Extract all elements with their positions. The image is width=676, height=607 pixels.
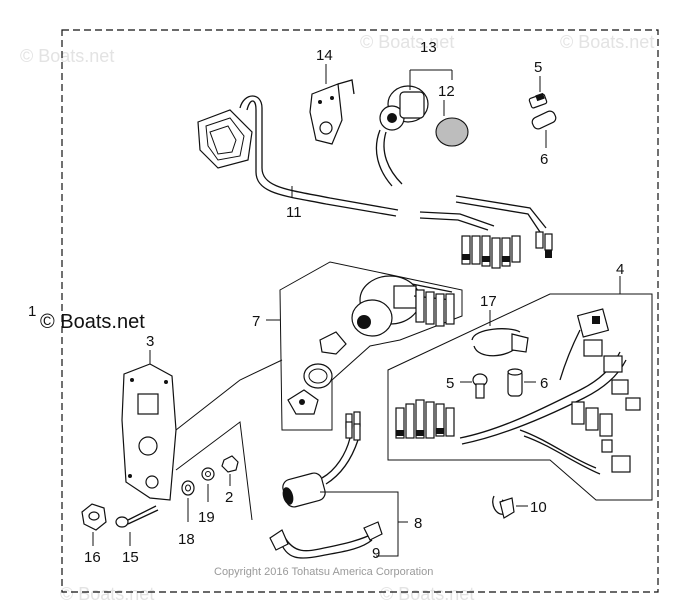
label-17: 17 [480, 293, 497, 310]
label-19: 19 [198, 509, 215, 526]
leader-8-9 [320, 491, 399, 557]
label-5-top: 5 [534, 59, 542, 76]
label-7: 7 [252, 313, 260, 330]
label-2: 2 [225, 489, 233, 506]
label-18: 18 [178, 531, 195, 548]
part-10-clip [492, 495, 515, 519]
leader-13 [409, 69, 453, 90]
label-11: 11 [286, 204, 302, 221]
label-15: 15 [122, 549, 139, 566]
part-8-buzzer [282, 421, 361, 508]
part-13-lanyard-switch [375, 85, 429, 187]
part-14-bracket [309, 79, 355, 145]
label-5-mid: 5 [446, 375, 454, 392]
part-17-clamp [471, 328, 529, 357]
part-12-cap [435, 117, 469, 147]
part-6-sleeve-mid [507, 368, 523, 397]
leader-panel-to-7 [175, 359, 283, 431]
label-12: 12 [438, 83, 455, 100]
part-9-lanyard [269, 521, 383, 559]
label-1: 1 [28, 303, 36, 320]
label-10: 10 [530, 499, 547, 516]
label-8: 8 [414, 515, 422, 532]
copyright-text: Copyright 2016 Tohatsu America Corporati… [214, 566, 433, 578]
part-5-screw-mid [472, 373, 488, 399]
part-18-washer [181, 480, 195, 496]
label-9: 9 [372, 545, 380, 562]
watermark-main: © Boats.net [40, 311, 145, 333]
part-4-main-harness [395, 308, 641, 475]
label-13: 13 [420, 39, 437, 56]
label-4: 4 [616, 261, 624, 278]
label-6-mid: 6 [540, 375, 548, 392]
part-11-stop-switch-harness [197, 95, 553, 269]
label-3: 3 [146, 333, 154, 350]
part-5-screw-top [528, 92, 548, 109]
label-6-top: 6 [540, 151, 548, 168]
leader-panel-to-8 [175, 421, 253, 521]
watermark-top-center: © Boats.net [360, 32, 454, 52]
watermark-top-left: © Boats.net [20, 46, 114, 66]
watermark-bottom-left: © Boats.net [60, 584, 154, 604]
part-19-washer [201, 467, 215, 481]
part-6-sleeve-top [531, 110, 557, 130]
watermark-bottom-center: © Boats.net [380, 584, 474, 604]
part-2-nut [221, 455, 239, 473]
part-16-nut [81, 503, 107, 531]
part-7-key-switch [287, 275, 455, 429]
outer-frame [61, 29, 659, 593]
label-16: 16 [84, 549, 101, 566]
label-14: 14 [316, 47, 333, 64]
watermark-top-right: © Boats.net [560, 32, 654, 52]
part-4-box [387, 293, 653, 501]
part-3-panel [121, 363, 177, 501]
part-15-bolt [115, 505, 159, 528]
